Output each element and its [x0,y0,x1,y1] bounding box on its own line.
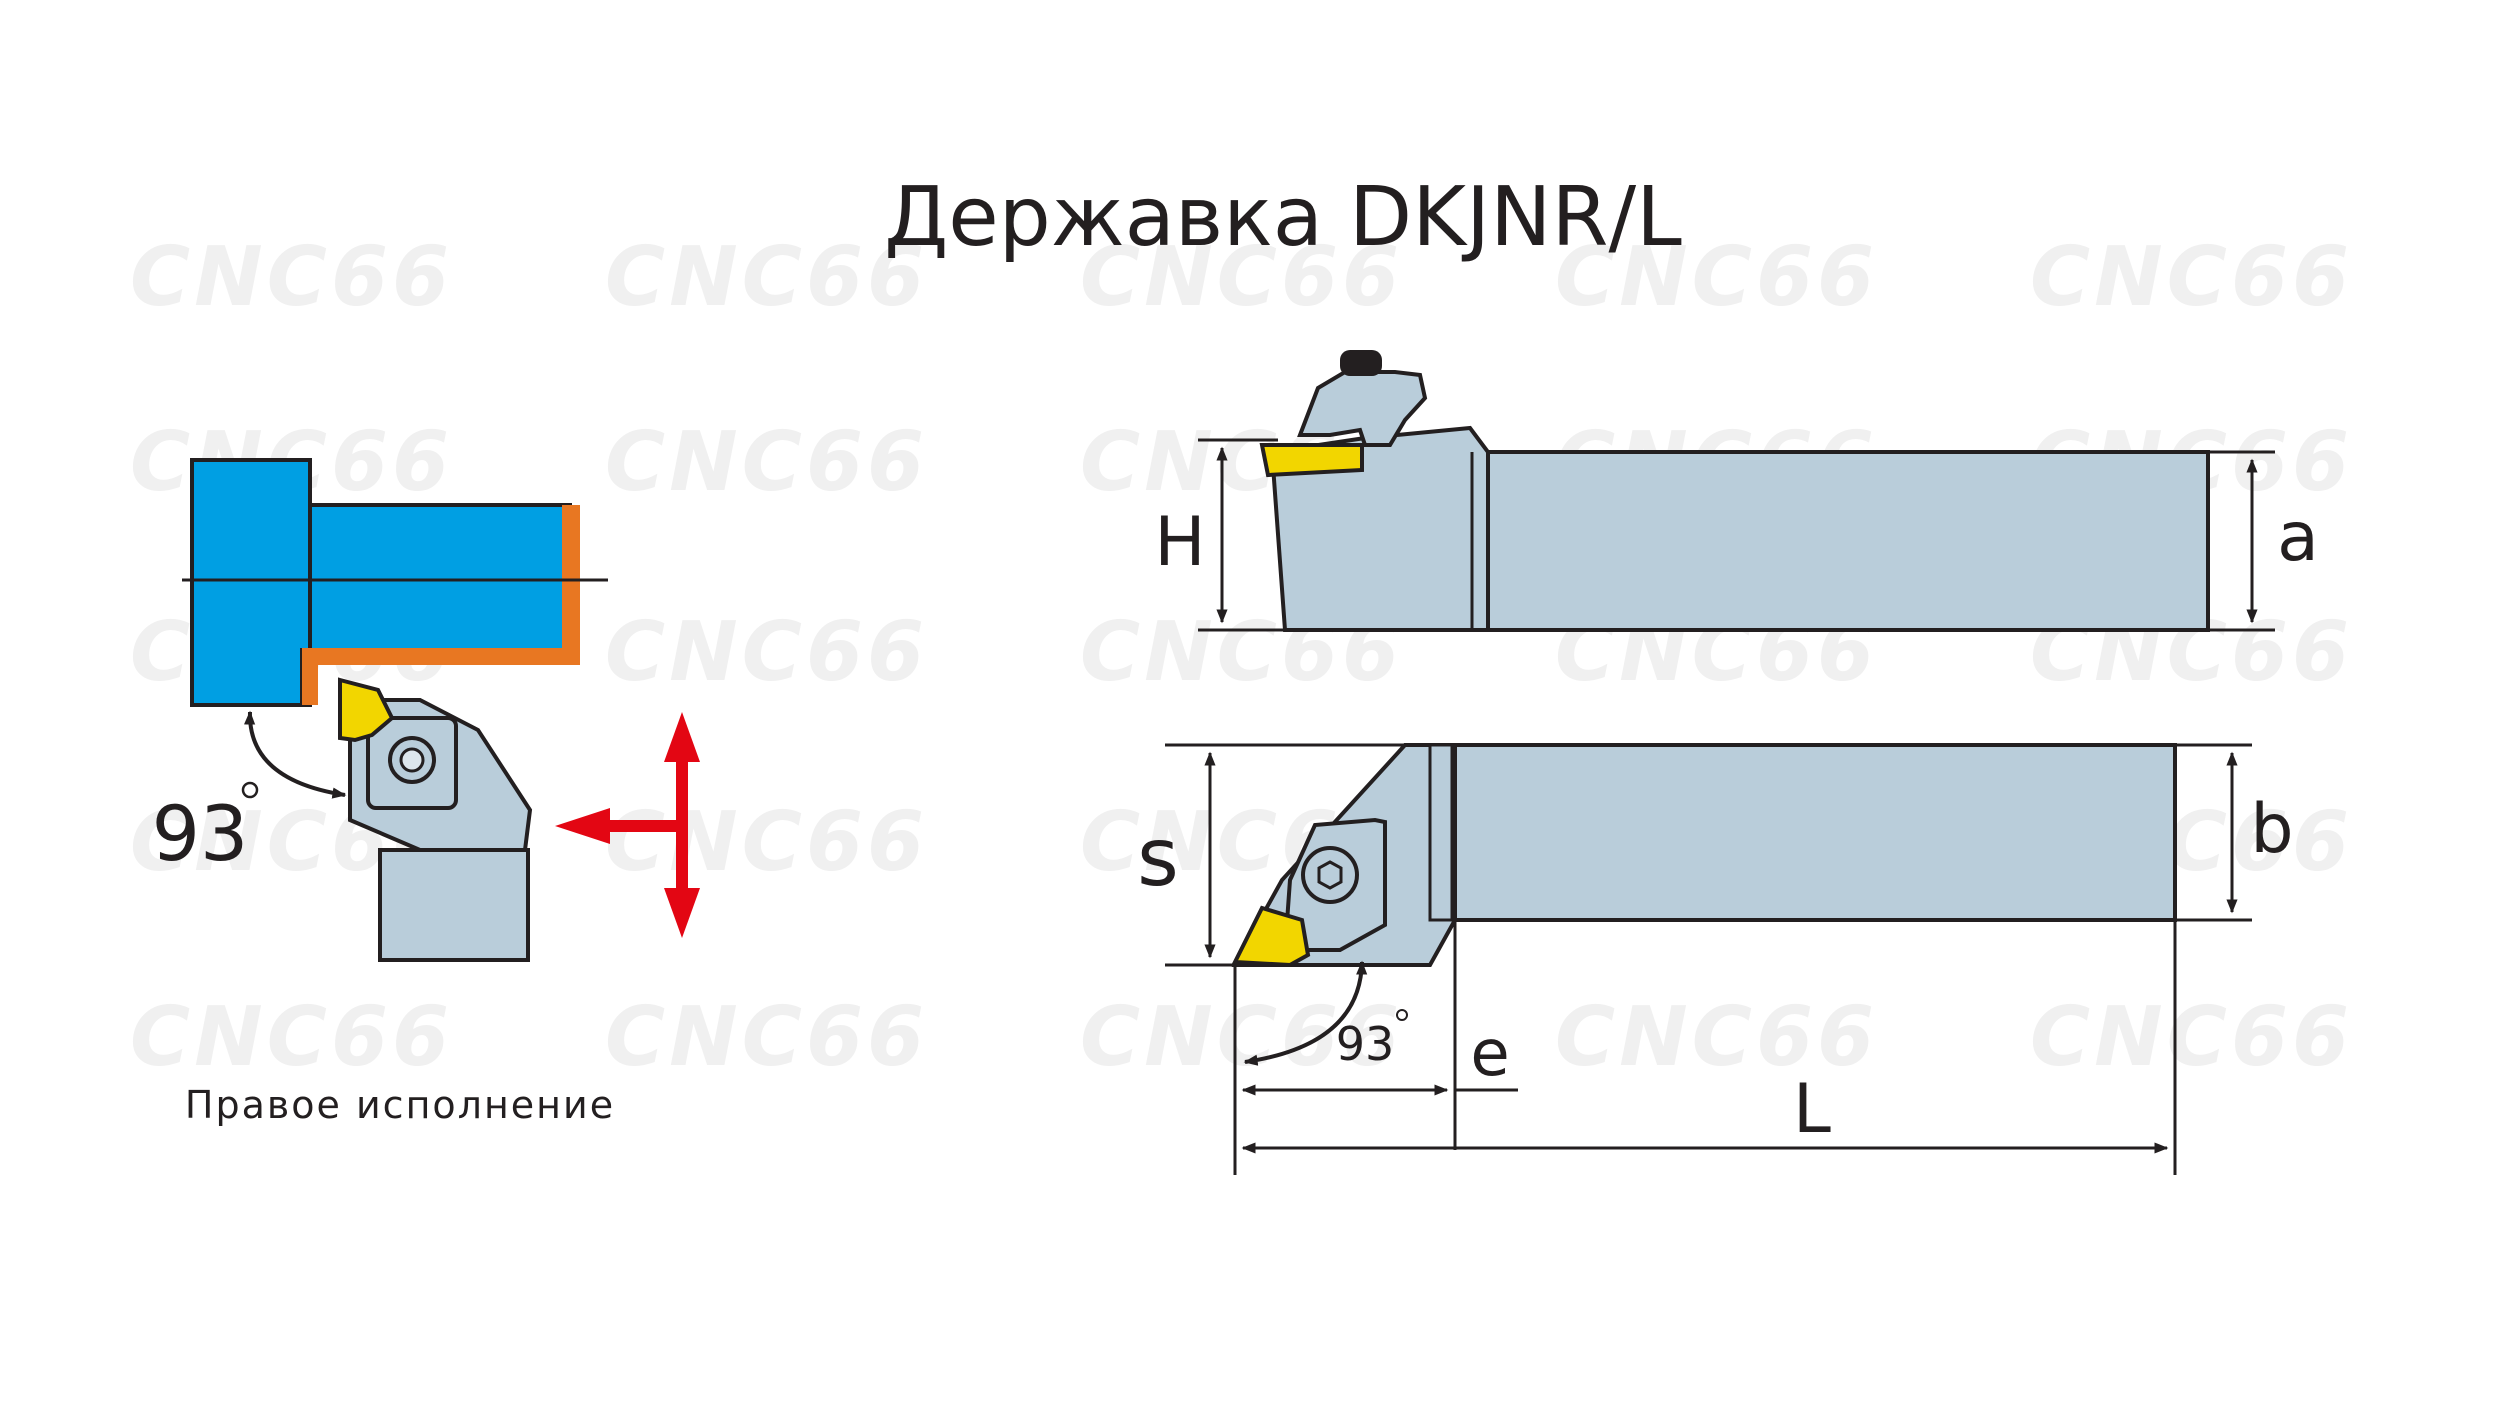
dim-H-label: H [1154,503,1205,582]
top-clamp-screw [1301,846,1359,904]
angle-label-small: 93 [152,789,249,878]
clamp-screw-small-center [399,747,425,773]
side-insert [1259,443,1364,478]
dim-b-label: b [2250,790,2293,869]
side-clamp [1297,370,1428,447]
top-clamp-screw-hex [1317,860,1343,890]
watermark-text: CNC66 [1080,230,1403,325]
caption-right-hand: Правое исполнение [185,1083,615,1127]
watermark-text: CNC66 [130,230,453,325]
watermark-text: CNC66 [605,230,928,325]
degree-mark-small [241,781,259,799]
machining-scheme: 93 Правое исполнение [152,458,700,1127]
top-view: s b 93 e L [1137,743,2294,1175]
watermark-text: CNC66 [2030,990,2353,1085]
watermark-text: CNC66 [605,990,928,1085]
angle-arc-small [244,710,347,799]
top-insert [1231,905,1311,968]
side-shank [1486,450,2210,632]
dim-s-label: s [1137,811,1179,904]
degree-mark-top [1396,1009,1408,1021]
side-clamp-screw [1340,350,1382,376]
watermark-text: CNC66 [605,795,928,890]
top-shank [1453,743,2177,922]
page-title: Державка DKJNR/L [884,170,1682,265]
angle-label-top: 93 [1336,1017,1395,1071]
watermark-text: CNC66 [605,415,928,510]
side-view: H a [1154,350,2319,632]
watermark-text: CNC66 [605,605,928,700]
dim-a-label: a [2277,498,2319,577]
angle-arc-top [1243,960,1368,1066]
dim-L-label: L [1793,1070,1831,1149]
watermark-text: CNC66 [130,990,453,1085]
workpiece-cut-zone [302,505,580,705]
watermark-text: CNC66 [2030,230,2353,325]
top-neck [1428,743,1454,922]
dim-e-label: e [1470,1017,1509,1091]
holder-shank-small [378,848,530,962]
feed-arrows [555,712,700,938]
watermark-text: CNC66 [1555,230,1878,325]
watermark-text: CNC66 [1555,990,1878,1085]
workpiece-chuck [190,458,312,707]
